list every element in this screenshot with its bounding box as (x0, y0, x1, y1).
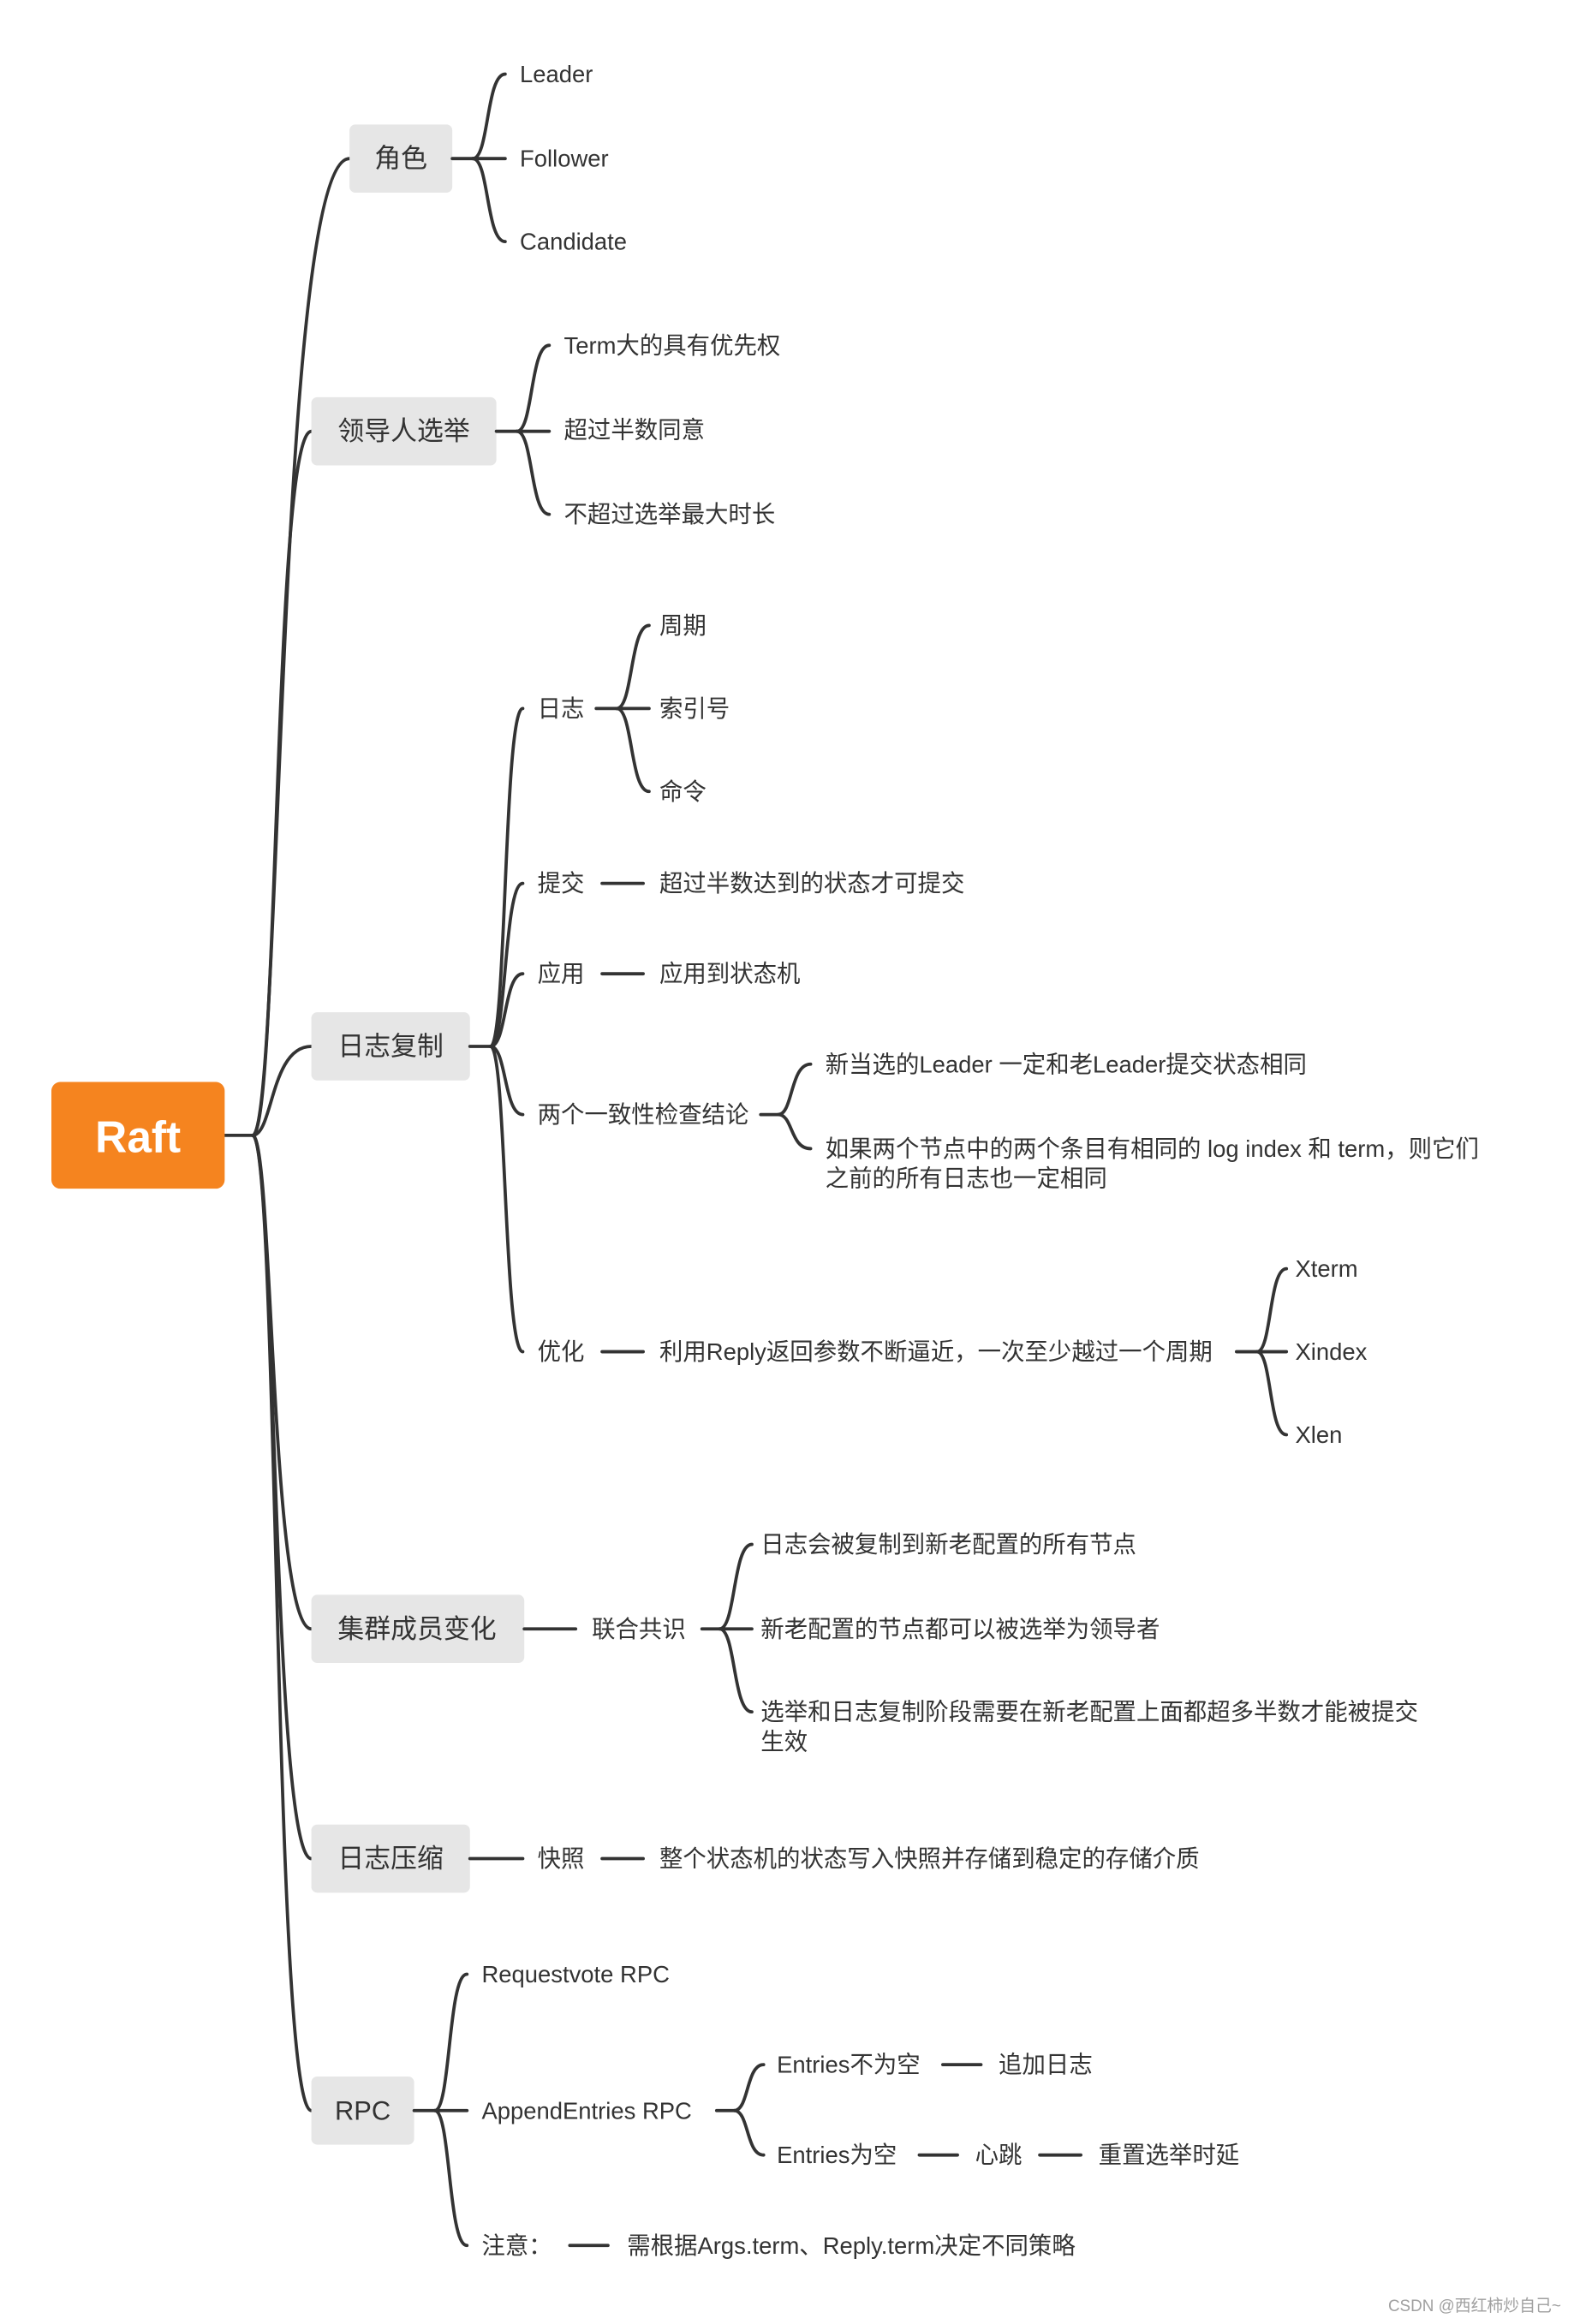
branch-rpc-label: RPC (335, 2095, 391, 2125)
leaf-joint-majority-line-2: 生效 (760, 1728, 808, 1755)
connector (488, 1045, 525, 1354)
leaf-joint-majority-line-1: 选举和日志复制阶段需要在新老配置上面都超多半数才能被提交 (760, 1699, 1418, 1725)
leaf-term-priority: Term大的具有优先权 (563, 332, 780, 359)
connector (615, 706, 651, 794)
leaf-candidate: Candidate (520, 229, 627, 255)
connector (432, 2108, 469, 2248)
connector (515, 343, 552, 433)
leaf-follower: Follower (520, 146, 609, 172)
leaf-commit-detail: 超过半数达到的状态才可提交 (659, 870, 964, 897)
leaf-apply-detail: 应用到状态机 (659, 961, 801, 987)
node-optimization-label: 优化 (538, 1338, 585, 1365)
connector (488, 706, 525, 1048)
node-note: 注意： 需根据Args.term、Reply.term决定不同策略 (481, 2232, 1076, 2259)
connector-root-roles (251, 157, 352, 1137)
branch-compaction-label: 日志压缩 (337, 1844, 443, 1874)
node-entries-non-empty-label: Entries不为空 (777, 2052, 921, 2078)
connector (1255, 1266, 1289, 1354)
root-label: Raft (95, 1111, 181, 1161)
branch-membership-box (311, 1594, 525, 1664)
leaf-optimization-detail: 利用Reply返回参数不断逼近，一次至少越过一个周期 (659, 1338, 1213, 1365)
connector-root-membership (251, 1133, 313, 1631)
leaf-xindex: Xindex (1295, 1338, 1367, 1365)
connector (718, 1542, 754, 1631)
leaf-consistency-conclusion-2-line-1: 如果两个节点中的两个条目有相同的 log index 和 term，则它们 (826, 1135, 1479, 1162)
branch-membership: 集群成员变化 联合共识 日志会被复制到新老配置的所有节点 新老配置的节点都可以被… (311, 1531, 1418, 1755)
branch-log-replication-box (311, 1012, 470, 1081)
node-commit: 提交 超过半数达到的状态才可提交 (538, 870, 965, 897)
connector (471, 72, 507, 161)
branch-log-replication-label: 日志复制 (337, 1031, 443, 1061)
node-heartbeat-label: 心跳 (975, 2142, 1023, 2168)
node-log-label: 日志 (538, 695, 585, 722)
node-entries-empty-label: Entries为空 (777, 2142, 897, 2168)
connector (488, 1045, 525, 1117)
connector-root-election (251, 429, 313, 1137)
branch-membership-label: 集群成员变化 (337, 1614, 496, 1644)
leaf-xlen: Xlen (1295, 1421, 1342, 1448)
root-node-box (51, 1082, 225, 1189)
node-apply-label: 应用 (538, 961, 585, 987)
node-append-entries-label: AppendEntries RPC (481, 2097, 691, 2124)
leaf-log-term: 周期 (659, 612, 707, 639)
branch-election: 领导人选举 Term大的具有优先权 超过半数同意 不超过选举最大时长 (311, 332, 780, 527)
branch-rpc-box (311, 2076, 414, 2145)
leaf-reset-election-timeout: 重置选举时延 (1099, 2142, 1240, 2168)
node-apply: 应用 应用到状态机 (538, 961, 801, 987)
leaf-majority-vote: 超过半数同意 (563, 416, 705, 443)
leaf-append-log: 追加日志 (999, 2052, 1093, 2078)
leaf-consistency-conclusion-2-line-2: 之前的所有日志也一定相同 (826, 1165, 1107, 1191)
node-append-entries: AppendEntries RPC Entries不为空 追加日志 Entrie… (481, 2052, 1239, 2169)
leaf-log-index: 索引号 (659, 695, 730, 722)
leaf-snapshot-detail: 整个状态机的状态写入快照并存储到稳定的存储介质 (659, 1845, 1200, 1872)
connector (732, 2063, 766, 2112)
connector (515, 429, 552, 516)
leaf-joint-any-leader: 新老配置的节点都可以被选举为领导者 (760, 1616, 1160, 1642)
connector (615, 623, 651, 711)
connector (471, 157, 507, 244)
leaf-log-command: 命令 (659, 778, 707, 805)
connector (732, 2108, 766, 2157)
node-note-label: 注意： (481, 2232, 552, 2259)
leaf-joint-replicate-all: 日志会被复制到新老配置的所有节点 (760, 1531, 1136, 1558)
branch-rpc: RPC Requestvote RPC AppendEntries RPC En… (311, 1961, 1239, 2259)
node-consistency-label: 两个一致性检查结论 (538, 1101, 749, 1128)
connector (488, 972, 525, 1048)
branch-election-box (311, 396, 497, 466)
watermark: CSDN @西红柿炒自己~ (1388, 2297, 1561, 2315)
connector (432, 1972, 469, 2112)
node-commit-label: 提交 (538, 870, 585, 897)
leaf-consistency-conclusion-1: 新当选的Leader 一定和老Leader提交状态相同 (826, 1051, 1307, 1077)
connector (718, 1627, 754, 1714)
leaf-request-vote-rpc: Requestvote RPC (481, 1961, 669, 1987)
leaf-xterm: Xterm (1295, 1255, 1357, 1282)
connector (776, 1062, 813, 1117)
node-log: 日志 周期 索引号 命令 (538, 612, 730, 805)
connector (776, 1112, 813, 1151)
leaf-note-detail: 需根据Args.term、Reply.term决定不同策略 (627, 2232, 1076, 2259)
node-optimization: 优化 利用Reply返回参数不断逼近，一次至少越过一个周期 Xterm Xind… (538, 1255, 1368, 1448)
node-snapshot-label: 快照 (538, 1845, 585, 1872)
branch-compaction: 日志压缩 快照 整个状态机的状态写入快照并存储到稳定的存储介质 (311, 1824, 1200, 1893)
connector-root-log-replication (251, 1045, 313, 1137)
node-joint-consensus-label: 联合共识 (592, 1616, 686, 1642)
branch-compaction-box (311, 1824, 470, 1893)
connector (488, 881, 525, 1048)
connector-root-rpc (251, 1133, 313, 2112)
branch-log-replication: 日志复制 日志 周期 索引号 命令 提交 超过半数达到的状态才可提交 应用 (311, 612, 1479, 1448)
branch-roles: 角色 Leader Follower Candidate (349, 61, 627, 255)
root-node: Raft (51, 1082, 225, 1189)
node-consistency: 两个一致性检查结论 新当选的Leader 一定和老Leader提交状态相同 如果… (538, 1051, 1479, 1191)
connector (1255, 1350, 1289, 1437)
branch-roles-box (349, 124, 453, 194)
branch-election-label: 领导人选举 (337, 416, 469, 446)
leaf-election-timeout: 不超过选举最大时长 (563, 501, 775, 527)
trunk-connectors (223, 157, 352, 2112)
branch-roles-label: 角色 (374, 144, 427, 174)
leaf-leader: Leader (520, 61, 593, 87)
